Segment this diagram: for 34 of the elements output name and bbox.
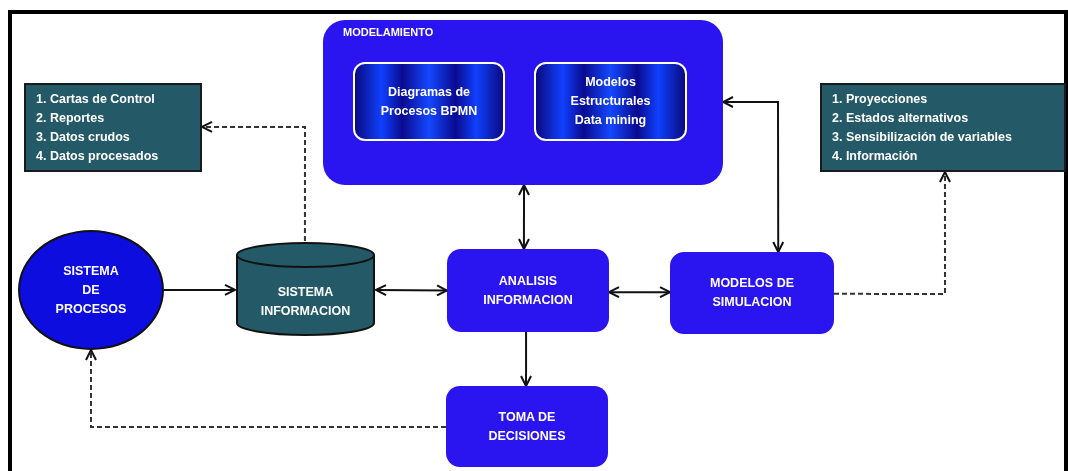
list-item: 1. Proyecciones xyxy=(832,91,928,108)
arrow xyxy=(163,283,236,296)
node-label: SISTEMA DE PROCESOS xyxy=(55,262,127,318)
process-box xyxy=(534,62,687,141)
node-label: TOMA DE DECISIONES xyxy=(487,408,567,445)
list-item: 1. Cartas de Control xyxy=(36,91,155,108)
arrow xyxy=(722,96,785,253)
node-label: Modelos Estructurales Data mining xyxy=(569,74,652,129)
list-box xyxy=(24,83,202,172)
arrow xyxy=(375,284,448,297)
process-box xyxy=(670,252,834,334)
node-label: Diagramas de Procesos BPMN xyxy=(379,83,479,120)
arrow xyxy=(608,286,671,299)
process-box xyxy=(353,62,505,141)
list-item: 4. Datos procesados xyxy=(36,148,159,165)
node-label: MODELOS DE SIMULACION xyxy=(708,275,795,311)
process-box xyxy=(447,249,609,332)
dashed-arrow xyxy=(833,171,951,295)
arrow xyxy=(520,331,533,387)
node-label: SISTEMA INFORMACION xyxy=(259,284,352,320)
list-item: 4. Información xyxy=(832,148,918,165)
process-box xyxy=(446,386,608,467)
dashed-arrow xyxy=(201,120,306,242)
list-item: 2. Reportes xyxy=(36,110,105,127)
database-cylinder xyxy=(235,241,376,337)
list-item: 3. Sensibilización de variables xyxy=(832,129,1012,146)
group-title: MODELAMIENTO xyxy=(343,26,434,38)
list-item: 3. Datos crudos xyxy=(36,129,130,146)
list-box xyxy=(820,83,1066,172)
node-label: ANALISIS INFORMACION xyxy=(482,272,574,309)
list-item: 2. Estados alternativos xyxy=(832,110,969,127)
dashed-arrow xyxy=(85,349,447,428)
arrow xyxy=(517,184,530,250)
group-panel xyxy=(323,20,723,185)
